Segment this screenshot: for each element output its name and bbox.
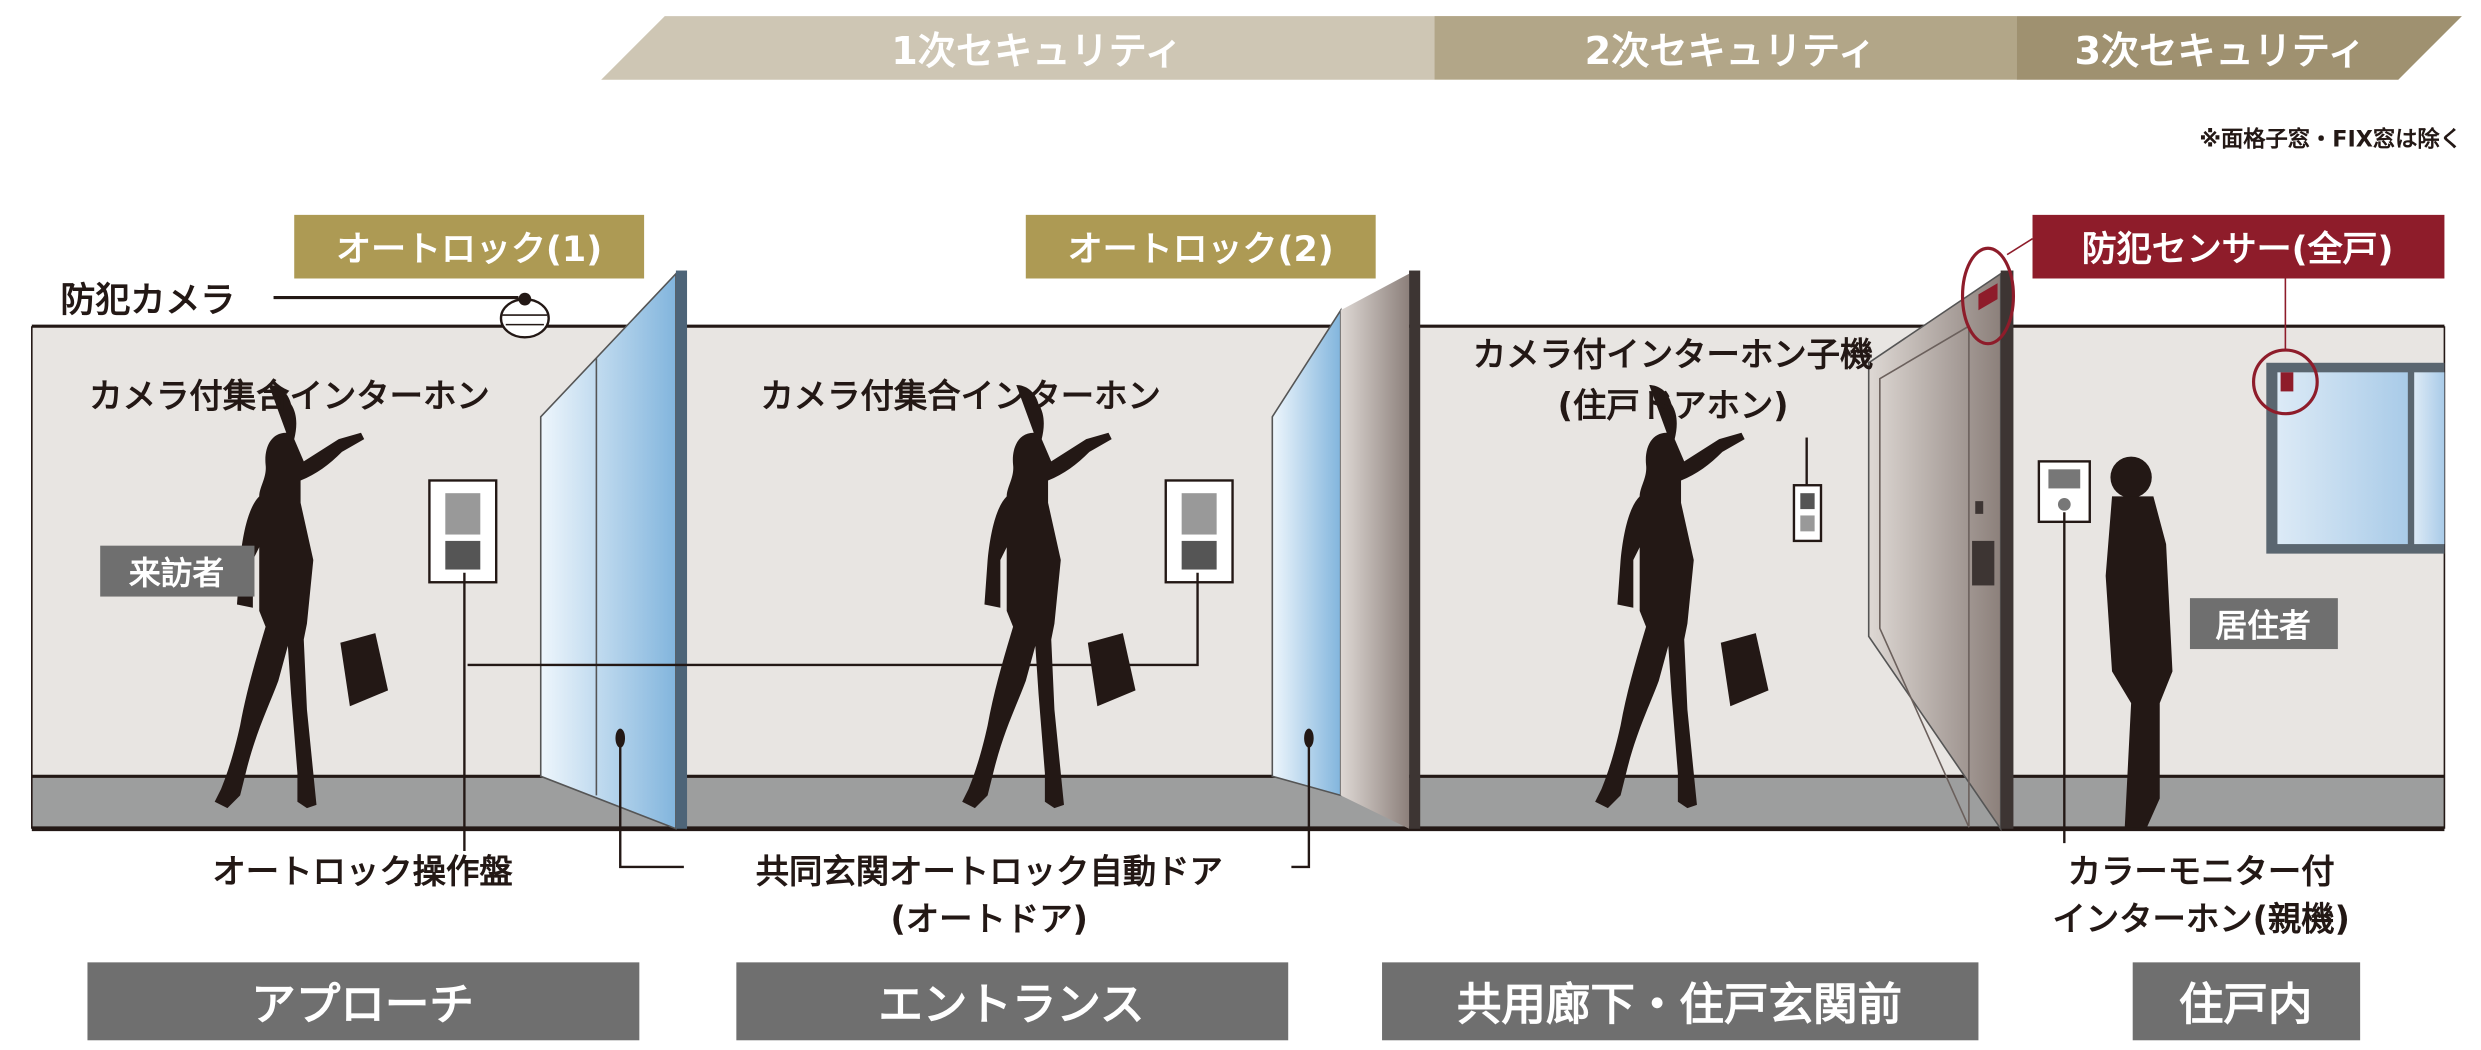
monitor-intercom: [2037, 460, 2091, 524]
door-intercom: [1792, 484, 1823, 543]
zone-entrance: [736, 962, 1289, 1041]
security-level-2: [1434, 16, 2017, 80]
autolock2-label: オートロック(2): [1068, 230, 1334, 270]
security-level-3-label: 3次セキュリティ: [2074, 29, 2365, 73]
resident-label: 居住者: [2215, 607, 2310, 644]
autolock-door-1: [539, 270, 688, 830]
zone-corridor-label: 共用廊下・住戸玄関前: [1457, 979, 1902, 1031]
entrance-intercom-1: [428, 479, 498, 584]
autolock2-badge: [1025, 214, 1376, 279]
autodoor-label-2: (オートドア): [891, 900, 1088, 939]
leader-lines: [463, 437, 2066, 869]
security-level-2-label: 2次セキュリティ: [1585, 29, 1876, 73]
door-intercom-label-2: (住戸ドアホン): [1558, 386, 1789, 425]
resident-badge: [2189, 598, 2338, 650]
door-intercom-label-1: カメラ付インターホン子機: [1473, 335, 1874, 374]
autolock1-badge: [294, 214, 645, 279]
monitor-label-1: カラーモニター付: [2068, 852, 2335, 891]
security-camera-icon: [273, 292, 550, 339]
note-text: ※面格子窓・FIX窓は除く: [2199, 125, 2462, 152]
intercom1-label: カメラ付集合インターホン: [89, 376, 490, 415]
monitor-label-2: インターホン(親機): [2052, 900, 2350, 939]
window: [2251, 278, 2445, 554]
resident-silhouette: [2105, 456, 2173, 828]
sensor-badge: [2032, 214, 2445, 279]
zone-unit-label: 住戸内: [2179, 979, 2313, 1031]
panel-label: オートロック操作盤: [212, 852, 513, 891]
intercom2-label: カメラ付集合インターホン: [760, 376, 1161, 415]
zone-approach-label: アプローチ: [251, 979, 474, 1031]
zone-unit: [2132, 962, 2361, 1041]
security-level-1: [601, 16, 1435, 80]
unit-entrance-door: [1867, 238, 2033, 832]
camera-label: 防犯カメラ: [60, 281, 235, 321]
door-sensor-highlight: [1960, 246, 2016, 346]
sensor-label: 防犯センサー(全戸): [2082, 229, 2394, 270]
zone-approach: [87, 962, 640, 1041]
security-banner: 1次セキュリティ 2次セキュリティ 3次セキュリティ: [601, 16, 2462, 80]
security-level-3: [2016, 16, 2462, 80]
security-level-1-label: 1次セキュリティ: [891, 29, 1182, 73]
zone-entrance-label: エントランス: [878, 979, 1144, 1031]
visitor-label: 来訪者: [129, 555, 224, 592]
entrance-intercom-2: [1164, 479, 1234, 584]
auto-door-2: [1271, 270, 1421, 829]
autodoor-label-1: 共同玄関オートロック自動ドア: [756, 852, 1223, 891]
autolock1-label: オートロック(1): [336, 230, 602, 270]
zone-corridor: [1382, 962, 1979, 1041]
visitor-badge: [100, 545, 255, 597]
